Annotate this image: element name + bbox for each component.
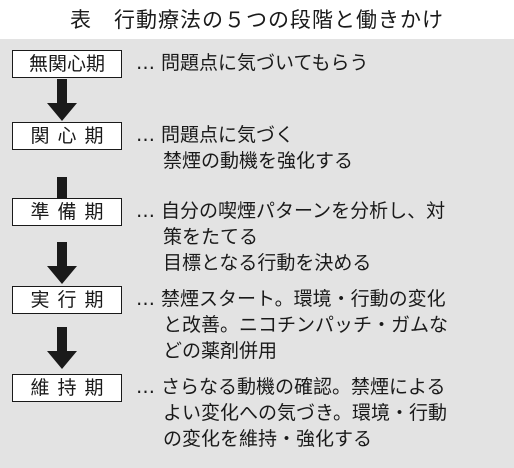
stage-description-precontemplation: … 問題点に気づいてもらう [136, 50, 506, 76]
stage-label-action: 実行期 [12, 286, 122, 314]
stage-description-preparation: … 自分の喫煙パターンを分析し、対 策をたてる 目標となる行動を決める [136, 198, 506, 276]
description-line: どの薬剤併用 [163, 340, 278, 362]
description-line: 禁煙の動機を強化する [163, 150, 354, 172]
description-line: … 自分の喫煙パターンを分析し、対 [136, 200, 446, 222]
description-line: の変化を維持・強化する [163, 428, 373, 450]
stage-label-precontemplation: 無関心期 [12, 50, 122, 78]
stage-label-maintenance: 維持期 [12, 374, 122, 402]
description-line: よい変化への気づき。環境・行動 [163, 402, 448, 424]
down-arrow-icon [47, 327, 77, 369]
stage-label-preparation: 準備期 [12, 198, 122, 226]
description-line: と改善。ニコチンパッチ・ガムな [163, 314, 449, 336]
stages-panel: 無関心期 … 問題点に気づいてもらう 関心期 … 問題点に気づく 禁煙の動機を強… [0, 39, 514, 468]
down-arrow-icon [47, 79, 77, 121]
stage-description-contemplation: … 問題点に気づく 禁煙の動機を強化する [136, 122, 506, 174]
stage-description-action: … 禁煙スタート。環境・行動の変化 と改善。ニコチンパッチ・ガムな どの薬剤併用 [136, 286, 506, 364]
description-line: … 禁煙スタート。環境・行動の変化 [136, 288, 446, 310]
stage-label-contemplation: 関心期 [12, 122, 122, 150]
table-title: 表 行動療法の５つの段階と働きかけ [70, 8, 444, 32]
description-line: 策をたてる [163, 226, 259, 248]
stage-description-maintenance: … さらなる動機の確認。禁煙による よい変化への気づき。環境・行動 の変化を維持… [136, 374, 506, 452]
description-line: 目標となる行動を決める [163, 252, 372, 274]
description-line: … 問題点に気づいてもらう [136, 52, 369, 74]
description-line: … 問題点に気づく [136, 124, 295, 146]
down-arrow-icon [47, 242, 77, 284]
description-line: … さらなる動機の確認。禁煙による [136, 376, 446, 398]
